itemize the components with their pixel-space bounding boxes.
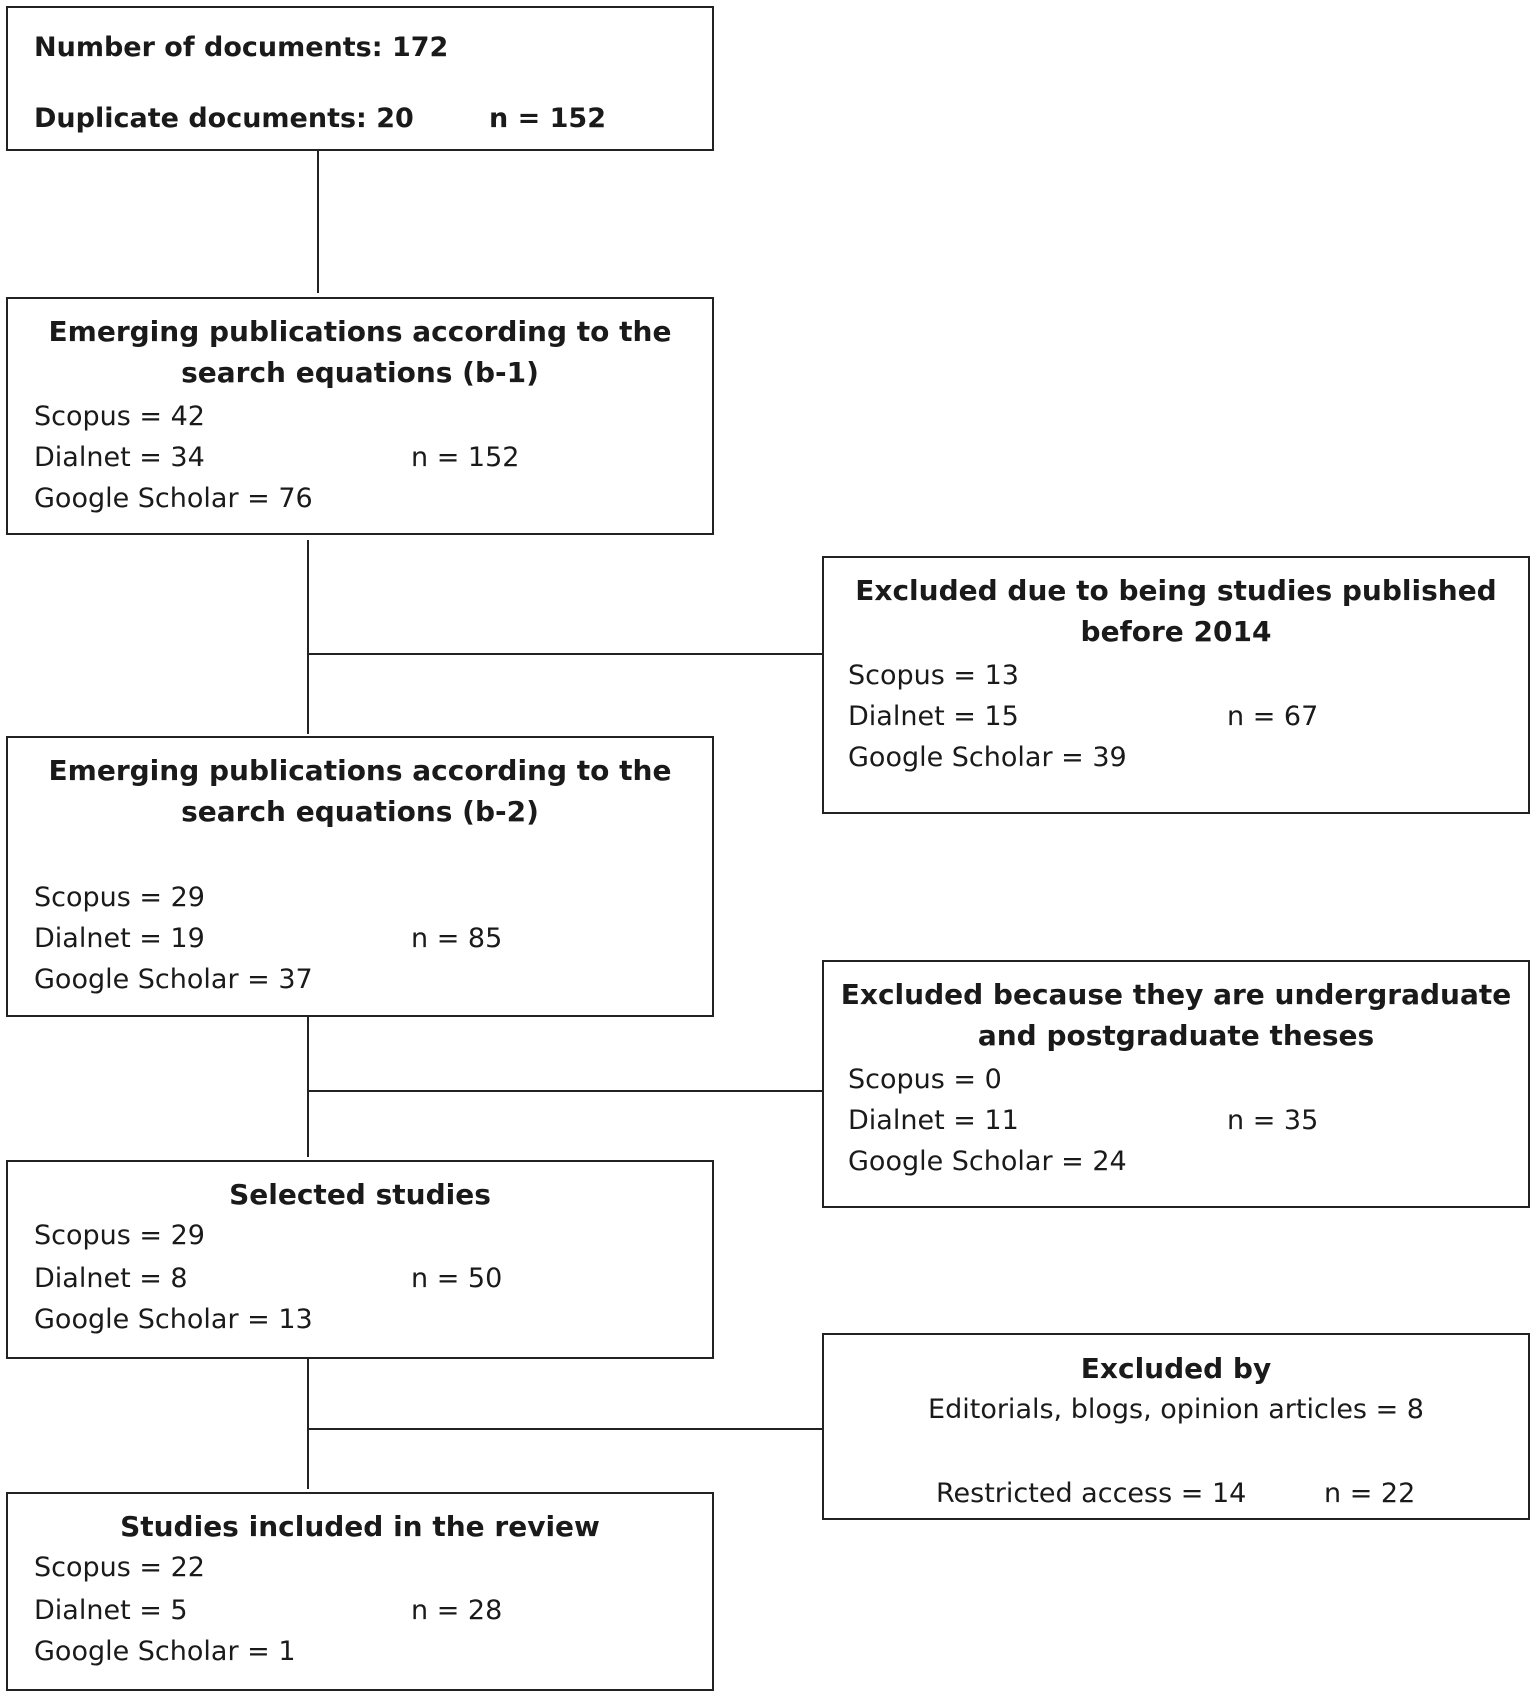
n-count: n = 67 — [1227, 701, 1319, 732]
restricted-access-count: Restricted access = 14 — [936, 1478, 1247, 1509]
google-scholar-count: Google Scholar = 76 — [34, 483, 313, 514]
dialnet-count: Dialnet = 19 — [34, 923, 205, 954]
google-scholar-count: Google Scholar = 1 — [34, 1636, 296, 1667]
scopus-count: Scopus = 29 — [34, 882, 205, 913]
dialnet-count: Dialnet = 15 — [848, 701, 1019, 732]
n-count: n = 85 — [411, 923, 503, 954]
box-title-line-1: Excluded because they are undergraduate — [840, 978, 1512, 1011]
editorials-count: Editorials, blogs, opinion articles = 8 — [928, 1394, 1424, 1425]
box-title-line-1: Emerging publications according to the — [48, 315, 672, 348]
box-title: Selected studies — [229, 1178, 491, 1211]
box-excluded-by: Excluded by Editorials, blogs, opinion a… — [822, 1333, 1530, 1520]
google-scholar-count: Google Scholar = 37 — [34, 964, 313, 995]
number-of-documents-label: Number of documents: 172 — [34, 32, 449, 63]
connector-branch-excl-theses — [307, 1090, 823, 1092]
scopus-count: Scopus = 29 — [34, 1220, 205, 1251]
scopus-count: Scopus = 42 — [34, 401, 205, 432]
box-title-line-2: search equations (b-1) — [181, 356, 539, 389]
box-studies-included: Studies included in the review Scopus = … — [6, 1492, 714, 1691]
connector-top-to-b1 — [317, 149, 319, 293]
n-count: n = 28 — [411, 1595, 503, 1626]
dialnet-count: Dialnet = 11 — [848, 1105, 1019, 1136]
n-count: n = 22 — [1324, 1478, 1416, 1509]
n-count: n = 50 — [411, 1263, 503, 1294]
box-selected-studies: Selected studies Scopus = 29 Dialnet = 8… — [6, 1160, 714, 1359]
connector-b1-to-b2 — [307, 540, 309, 734]
connector-branch-excl-by — [307, 1428, 823, 1430]
scopus-count: Scopus = 13 — [848, 660, 1019, 691]
connector-b2-to-selected — [307, 1013, 309, 1157]
box-number-of-documents: Number of documents: 172 Duplicate docum… — [6, 6, 714, 151]
box-emerging-publications-b1: Emerging publications according to the s… — [6, 297, 714, 535]
n-count: n = 152 — [411, 442, 520, 473]
duplicate-documents-label: Duplicate documents: 20 — [34, 103, 414, 134]
n-count: n = 35 — [1227, 1105, 1319, 1136]
box-title-line-1: Emerging publications according to the — [48, 754, 672, 787]
connector-branch-excl-2014 — [307, 653, 823, 655]
dialnet-count: Dialnet = 8 — [34, 1263, 188, 1294]
box-title: Studies included in the review — [120, 1510, 600, 1543]
box-title-line-2: and postgraduate theses — [977, 1019, 1375, 1052]
scopus-count: Scopus = 22 — [34, 1552, 205, 1583]
box-excluded-before-2014: Excluded due to being studies published … — [822, 556, 1530, 814]
google-scholar-count: Google Scholar = 13 — [34, 1304, 313, 1335]
box-excluded-theses: Excluded because they are undergraduate … — [822, 960, 1530, 1208]
box-title-line-2: before 2014 — [1080, 615, 1272, 648]
connector-selected-to-included — [307, 1355, 309, 1489]
box-title-line-1: Excluded due to being studies published — [855, 574, 1497, 607]
n-count: n = 152 — [489, 103, 607, 134]
dialnet-count: Dialnet = 5 — [34, 1595, 188, 1626]
google-scholar-count: Google Scholar = 24 — [848, 1146, 1127, 1177]
box-title-line-2: search equations (b-2) — [181, 795, 539, 828]
box-title: Excluded by — [1080, 1352, 1272, 1385]
google-scholar-count: Google Scholar = 39 — [848, 742, 1127, 773]
dialnet-count: Dialnet = 34 — [34, 442, 205, 473]
box-emerging-publications-b2: Emerging publications according to the s… — [6, 736, 714, 1017]
scopus-count: Scopus = 0 — [848, 1064, 1002, 1095]
